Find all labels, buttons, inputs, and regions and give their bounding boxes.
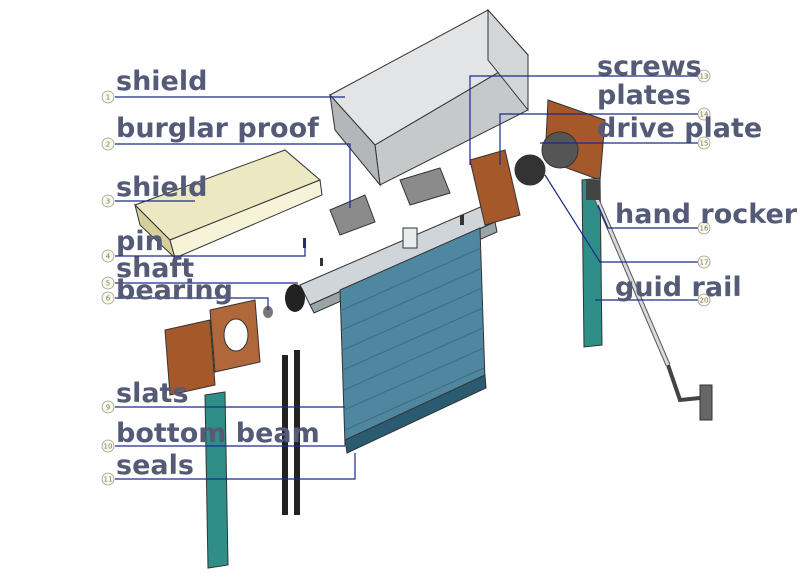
hand-rocker-part: [586, 180, 713, 421]
left-guide-rail-part: [204, 391, 229, 569]
label-plates: plates: [597, 80, 691, 111]
label-bearing: bearing: [116, 275, 233, 306]
label-hand-rocker: hand rocker: [615, 199, 798, 230]
right-plates-part: [469, 99, 606, 226]
label-shield-top: shield: [116, 66, 207, 97]
svg-text:16: 16: [700, 225, 709, 233]
callout-1: 1: [101, 90, 115, 104]
svg-text:4: 4: [106, 253, 111, 261]
callout-9: 9: [101, 400, 115, 414]
svg-text:5: 5: [106, 280, 110, 288]
front-shield-part: [134, 149, 323, 260]
label-slats: slats: [116, 378, 189, 409]
svg-text:11: 11: [104, 476, 113, 484]
callout-15: 15: [697, 136, 711, 150]
svg-text:3: 3: [106, 198, 110, 206]
callout-6: 6: [101, 291, 115, 305]
callout-circles: 1 2 3 4 5 6 9 10 11 13 14 15 16 17 20: [101, 69, 711, 486]
label-pin: pin: [116, 226, 164, 257]
label-seals: seals: [116, 450, 194, 481]
left-bracket-part: [164, 299, 273, 396]
callout-17: 17: [697, 255, 711, 269]
slats-part: [339, 227, 487, 454]
label-bottom-beam: bottom beam: [116, 418, 320, 449]
seal-bars-part: [282, 350, 300, 515]
callout-20: 20: [697, 293, 711, 307]
callout-14: 14: [697, 107, 711, 121]
svg-text:14: 14: [700, 111, 709, 119]
right-guide-rail-part: [581, 177, 603, 348]
callout-3: 3: [101, 194, 115, 208]
svg-text:10: 10: [104, 443, 113, 451]
svg-text:20: 20: [700, 297, 709, 305]
leader-lines: [115, 75, 698, 480]
callout-10: 10: [101, 439, 115, 453]
callout-4: 4: [101, 249, 115, 263]
svg-text:2: 2: [106, 141, 110, 149]
shield-box-part: [329, 8, 529, 187]
callout-16: 16: [697, 221, 711, 235]
burglar-proof-brushes-part: [329, 167, 451, 236]
label-burglar-proof: burglar proof: [116, 113, 319, 144]
svg-text:15: 15: [700, 140, 709, 148]
svg-text:6: 6: [106, 295, 111, 303]
part-labels: shield burglar proof shield pin shaft be…: [116, 51, 798, 481]
svg-text:1: 1: [106, 94, 110, 102]
label-drive-plate: drive plate: [597, 113, 762, 144]
svg-text:17: 17: [700, 259, 709, 267]
svg-text:9: 9: [106, 404, 110, 412]
svg-text:13: 13: [700, 73, 709, 81]
label-guid-rail: guid rail: [615, 272, 742, 303]
callout-2: 2: [101, 137, 115, 151]
callout-13: 13: [697, 69, 711, 83]
callout-5: 5: [101, 276, 115, 290]
label-screws: screws: [597, 51, 702, 82]
label-shield-front: shield: [116, 172, 207, 203]
callout-11: 11: [101, 472, 115, 486]
label-shaft: shaft: [116, 253, 194, 284]
